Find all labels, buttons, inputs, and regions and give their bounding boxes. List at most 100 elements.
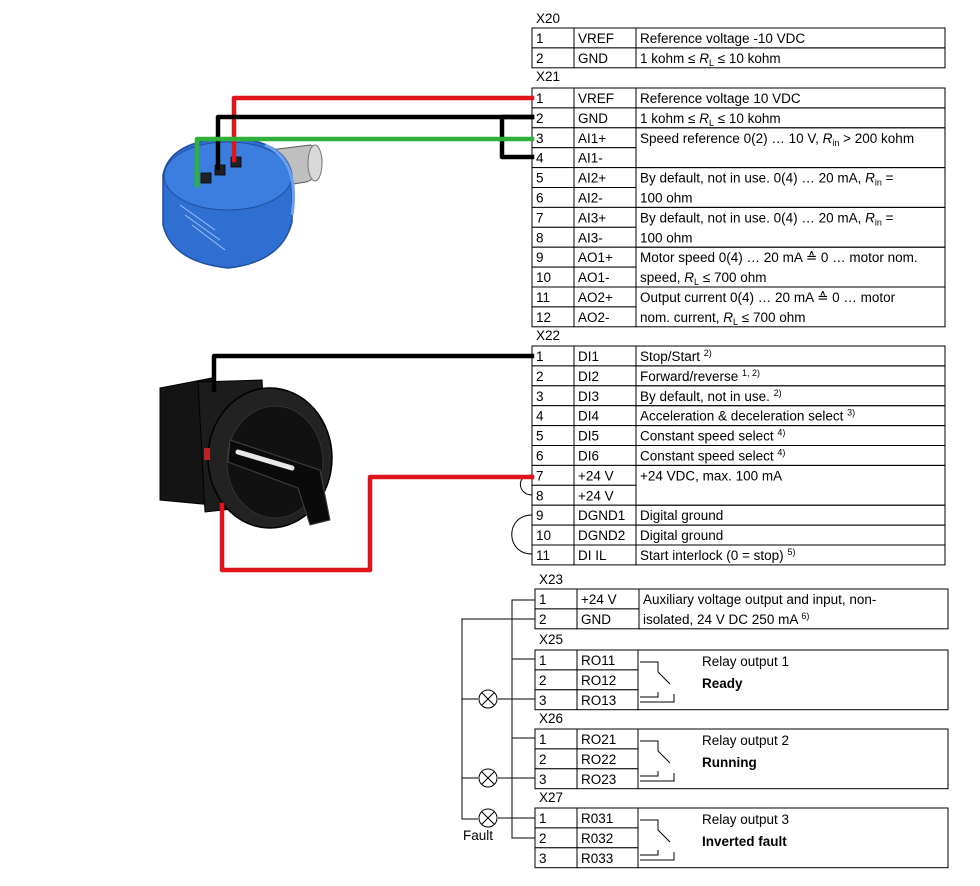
pin-number: 10 — [536, 270, 551, 285]
relay-contact-symbol — [640, 740, 675, 782]
block-title: X22 — [536, 328, 560, 343]
aux-supply-line — [511, 599, 535, 839]
pin-number: 1 — [539, 653, 547, 668]
lamp-cross — [481, 811, 495, 825]
description-cell — [635, 47, 946, 69]
potentiometer-label-print — [179, 204, 226, 251]
signal-description: Reference voltage -10 VDC — [640, 31, 805, 46]
relay-contact-name: RO22 — [581, 752, 616, 767]
signal-description: Acceleration & deceleration select 3) — [640, 408, 855, 424]
signal-description: Digital ground — [640, 528, 723, 543]
relay-output-label: Relay output 1 — [702, 654, 789, 669]
pin-number: 2 — [536, 369, 544, 384]
signal-name: +24 V — [578, 488, 614, 503]
signal-description: Motor speed 0(4) … 20 mA ≙ 0 … motor nom… — [640, 250, 918, 265]
signal-description: Auxiliary voltage output and input, non- — [643, 592, 876, 607]
signal-name: AO1+ — [578, 250, 613, 265]
potentiometer-terminal — [200, 172, 212, 184]
signal-description: 1 kohm ≤ RL ≤ 10 kohm — [640, 111, 781, 128]
terminal-row: 8 +24 V — [531, 484, 637, 506]
signal-name: DI2 — [578, 369, 599, 384]
selector-switch-icon — [159, 377, 333, 529]
relay-state-label: Running — [702, 755, 757, 770]
pin-number: 6 — [536, 191, 544, 206]
lamp-to-relay-lines — [498, 698, 535, 819]
relay-description-cell — [637, 807, 949, 869]
lamp-icon — [478, 689, 498, 709]
pin-number: 1 — [536, 91, 544, 106]
pin-number: 4 — [536, 151, 544, 166]
switch-handle-marker — [235, 449, 295, 471]
relay-contact-name: RO23 — [581, 772, 616, 787]
signal-description: Stop/Start 2) — [640, 348, 712, 364]
fault-label: Fault — [463, 828, 493, 843]
signal-name: GND — [581, 612, 611, 627]
wire-green-ai1 — [194, 136, 535, 188]
pin-number: 2 — [539, 673, 547, 688]
terminal-row: 7+24 V+24 VDC, max. 100 mA — [531, 464, 782, 486]
lamp-ground-lines — [462, 698, 478, 779]
pin-number: 3 — [536, 389, 544, 404]
pin-number: 8 — [536, 488, 544, 503]
colored-wires — [194, 95, 535, 573]
switch-indicator — [204, 448, 210, 460]
block-title: X23 — [539, 572, 563, 587]
pin-number: 1 — [536, 31, 544, 46]
signal-name: AI1+ — [578, 131, 606, 146]
potentiometer-icon — [162, 137, 323, 269]
pin-number: 2 — [539, 612, 547, 627]
signal-description: 100 ohm — [640, 230, 693, 245]
signal-description: Constant speed select 4) — [640, 428, 785, 444]
signal-description: By default, not in use. 2) — [640, 388, 782, 404]
block-title: X25 — [539, 632, 563, 647]
pin-number: 5 — [536, 429, 544, 444]
signal-name: DI5 — [578, 429, 599, 444]
pin-number: 1 — [539, 732, 547, 747]
description-cell — [635, 286, 946, 328]
signal-name: AO1- — [578, 270, 610, 285]
signal-description: Output current 0(4) … 20 mA ≙ 0 … motor — [640, 290, 896, 305]
pin-number: 1 — [539, 811, 547, 826]
pin-number: 4 — [536, 409, 544, 424]
shaft-end — [307, 144, 323, 182]
aux-ground-line — [461, 618, 535, 820]
field-devices — [159, 137, 333, 529]
signal-name: AO2+ — [578, 290, 613, 305]
pin-number: 7 — [536, 468, 544, 483]
pin-number: 2 — [539, 752, 547, 767]
pin-number: 3 — [539, 693, 547, 708]
signal-name: DGND1 — [578, 508, 625, 523]
block-title: X26 — [539, 711, 563, 726]
pin-number: 2 — [536, 51, 544, 66]
lamp-icon — [478, 768, 498, 788]
aux-wiring: Fault — [461, 240, 535, 843]
signal-description: 100 ohm — [640, 191, 693, 206]
block-title: X21 — [536, 69, 560, 84]
signal-name: AO2- — [578, 310, 610, 325]
relay-state-label: Ready — [702, 676, 743, 691]
relay-state-label: Inverted fault — [702, 834, 787, 849]
relay-contact-name: RO21 — [581, 732, 616, 747]
pin-number: 10 — [536, 528, 551, 543]
lamp-cross — [481, 771, 495, 785]
relay-contact-name: R032 — [581, 831, 613, 846]
